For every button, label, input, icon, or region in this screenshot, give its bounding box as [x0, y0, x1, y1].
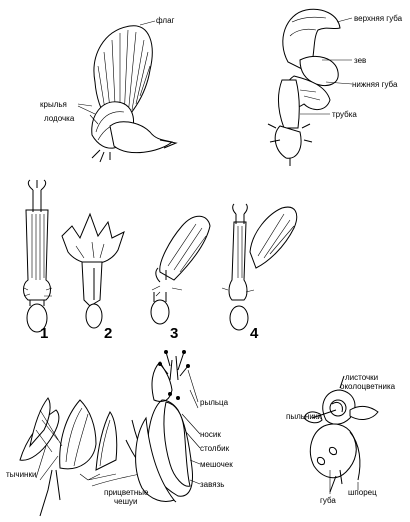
- label-sac: мешочек: [200, 460, 233, 469]
- floret-4-drawing: [222, 204, 297, 330]
- label-perianth-leaves-2: околоцветника: [340, 382, 395, 391]
- label-lip: губа: [320, 496, 336, 505]
- label-anthers: пыльники: [286, 412, 322, 421]
- floret-number-1: 1: [40, 326, 48, 342]
- sedge-pistil-drawing: [126, 351, 200, 503]
- orchid-drawing: [304, 376, 378, 494]
- label-spur: шпорец: [348, 488, 377, 497]
- label-perianth-leaves-1: листочки: [345, 373, 378, 382]
- label-bract-scales-1: прицветные: [104, 488, 148, 497]
- label-style: столбик: [200, 444, 229, 453]
- label-tube: трубка: [332, 110, 357, 119]
- label-keel: лодочка: [44, 114, 74, 123]
- label-wings: крылья: [40, 100, 67, 109]
- floret-number-4: 4: [250, 326, 258, 342]
- floret-number-3: 3: [170, 326, 178, 342]
- labiate-flower-drawing: [268, 9, 352, 166]
- label-beak: носик: [200, 430, 221, 439]
- label-ovary: завязь: [200, 480, 224, 489]
- label-flag: флаг: [156, 16, 174, 25]
- legume-flower-drawing: [78, 21, 176, 162]
- label-lower-lip: нижняя губа: [352, 80, 397, 89]
- label-upper-lip: верхняя губа: [354, 14, 402, 23]
- floret-1-drawing: [24, 180, 53, 332]
- floret-2-drawing: [62, 214, 124, 328]
- floret-3-drawing: [151, 216, 210, 324]
- label-bract-scales-2: чешуи: [114, 497, 138, 506]
- floret-number-2: 2: [104, 326, 112, 342]
- label-throat: зев: [354, 56, 366, 65]
- label-stigmas: рыльца: [200, 398, 228, 407]
- label-stamens: тычинки: [6, 470, 36, 479]
